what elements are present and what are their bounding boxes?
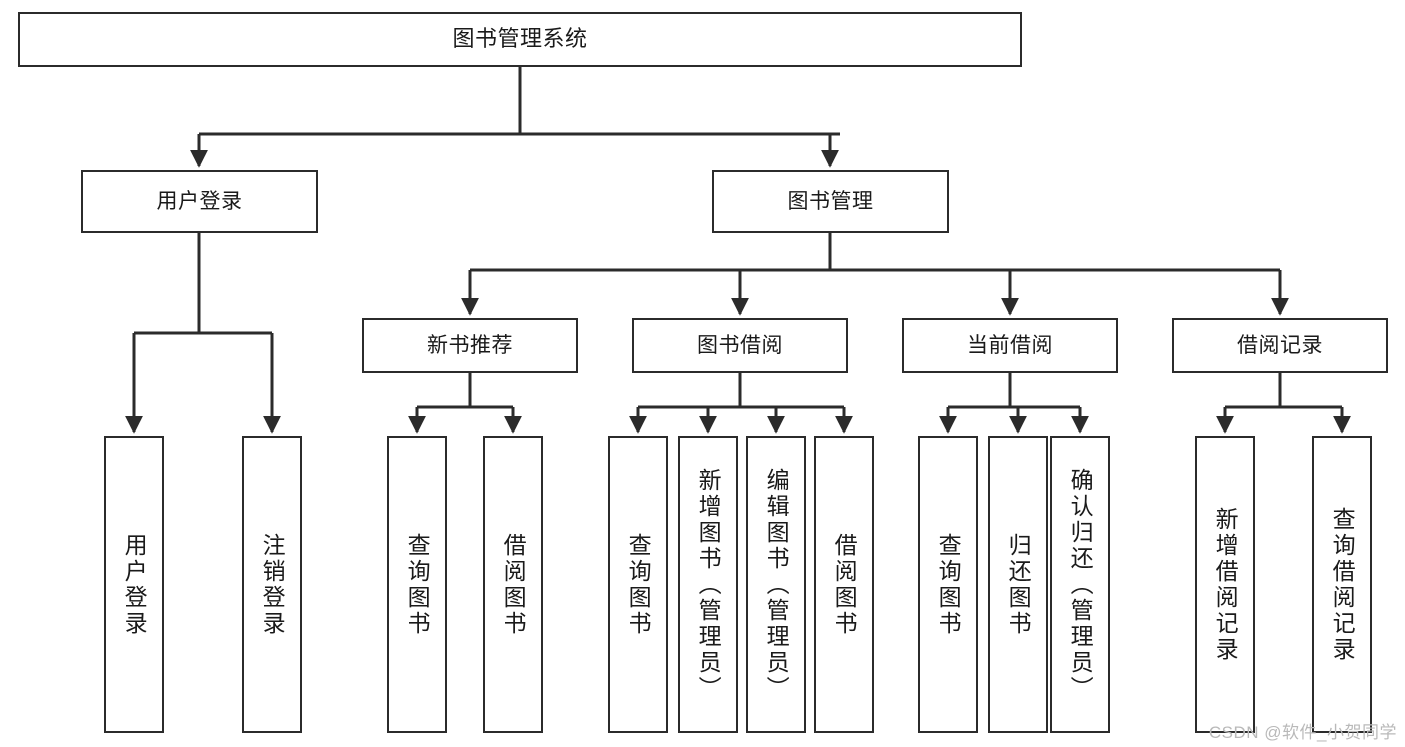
- leaf-borrow-borrow-books[interactable]: 借阅图书: [814, 436, 874, 733]
- node-label: 借阅图书: [831, 532, 858, 637]
- node-label: 图书管理系统: [452, 26, 588, 52]
- leaf-new-book-borrow-books[interactable]: 借阅图书: [483, 436, 543, 733]
- node-label: 归还图书: [1005, 532, 1032, 637]
- csdn-watermark: CSDN @软件_小贺同学: [1208, 723, 1397, 742]
- node-label: 图书借阅: [697, 333, 783, 357]
- node-label: 注销登录: [259, 532, 286, 637]
- node-label: 用户登录: [121, 532, 148, 637]
- leaf-borrow-add-book-admin[interactable]: 新增图书（管理员）: [678, 436, 738, 733]
- node-label: 用户登录: [156, 189, 243, 213]
- node-borrowing-record[interactable]: 借阅记录: [1172, 318, 1388, 373]
- node-current-borrowing[interactable]: 当前借阅: [902, 318, 1118, 373]
- node-label: 确认归还（管理员）: [1067, 467, 1094, 702]
- leaf-current-return-books[interactable]: 归还图书: [988, 436, 1048, 733]
- node-user-login[interactable]: 用户登录: [81, 170, 318, 233]
- node-label: 编辑图书（管理员）: [763, 467, 790, 702]
- node-label: 查询图书: [404, 532, 431, 637]
- leaf-record-add-borrow-record[interactable]: 新增借阅记录: [1195, 436, 1255, 733]
- node-label: 新增图书（管理员）: [695, 467, 722, 702]
- leaf-current-query-books[interactable]: 查询图书: [918, 436, 978, 733]
- node-new-book-recommendation[interactable]: 新书推荐: [362, 318, 578, 373]
- node-label: 借阅图书: [500, 532, 527, 637]
- node-label: 查询借阅记录: [1329, 506, 1356, 663]
- node-root-book-management-system[interactable]: 图书管理系统: [18, 12, 1022, 67]
- node-book-borrowing[interactable]: 图书借阅: [632, 318, 848, 373]
- leaf-borrow-query-books[interactable]: 查询图书: [608, 436, 668, 733]
- leaf-current-confirm-return-admin[interactable]: 确认归还（管理员）: [1050, 436, 1110, 733]
- node-label: 查询图书: [625, 532, 652, 637]
- node-label: 借阅记录: [1237, 333, 1323, 357]
- node-label: 图书管理: [787, 189, 874, 213]
- leaf-user-login-logout[interactable]: 注销登录: [242, 436, 302, 733]
- node-label: 新书推荐: [427, 333, 513, 357]
- leaf-borrow-edit-book-admin[interactable]: 编辑图书（管理员）: [746, 436, 806, 733]
- node-label: 查询图书: [935, 532, 962, 637]
- leaf-new-book-query-books[interactable]: 查询图书: [387, 436, 447, 733]
- node-book-management[interactable]: 图书管理: [712, 170, 949, 233]
- leaf-record-query-borrow-record[interactable]: 查询借阅记录: [1312, 436, 1372, 733]
- leaf-user-login-login[interactable]: 用户登录: [104, 436, 164, 733]
- node-label: 当前借阅: [967, 333, 1053, 357]
- node-label: 新增借阅记录: [1212, 506, 1239, 663]
